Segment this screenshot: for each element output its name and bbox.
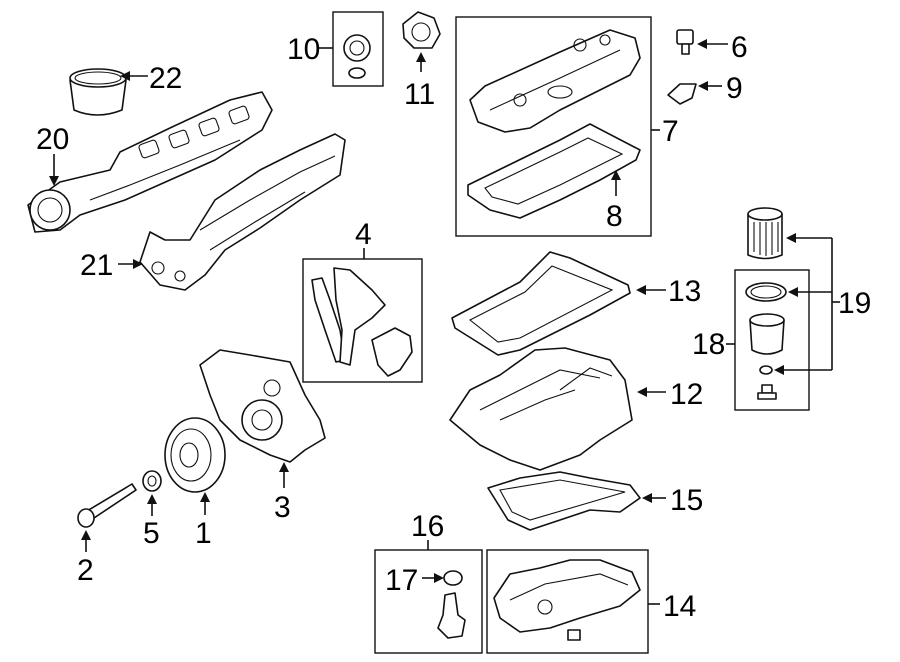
callout-20: 20	[36, 123, 69, 156]
callout-2: 2	[77, 554, 94, 587]
part-1-pulley	[164, 417, 226, 493]
part-10-cap-and-seal	[343, 34, 371, 79]
part-5-washer	[142, 470, 162, 492]
callout-5: 5	[143, 517, 160, 550]
callout-6: 6	[731, 31, 748, 64]
part-22-sleeve	[69, 68, 127, 116]
callout-9: 9	[726, 72, 743, 105]
callout-4: 4	[355, 218, 372, 251]
frame-part-10	[332, 11, 384, 87]
callout-1: 1	[195, 517, 212, 550]
part-15-gasket	[487, 471, 641, 531]
callout-17: 17	[385, 564, 418, 597]
part-7-valve-cover	[469, 29, 641, 133]
callout-14: 14	[663, 590, 696, 623]
callout-13: 13	[668, 275, 701, 308]
callout-18: 18	[692, 328, 725, 361]
part-8-valve-cover-gasket	[467, 123, 641, 219]
callout-16: 16	[411, 510, 444, 543]
callout-12: 12	[670, 378, 703, 411]
part-14-lower-oil-pan	[493, 559, 641, 641]
callout-7: 7	[662, 115, 679, 148]
callout-19: 19	[838, 287, 871, 320]
part-18-filter-housing	[745, 282, 787, 400]
frame-part-4	[302, 258, 423, 383]
callout-3: 3	[274, 491, 291, 524]
callout-15: 15	[670, 484, 703, 517]
part-13-oil-pan-gasket	[451, 251, 631, 356]
callout-21: 21	[80, 249, 113, 282]
part-12-oil-pan	[449, 347, 633, 471]
part-3-timing-cover	[199, 349, 326, 463]
frame-part-18	[734, 269, 810, 411]
part-11-cap	[402, 11, 441, 49]
callout-22: 22	[149, 62, 182, 95]
callout-11: 11	[404, 78, 435, 111]
part-19-oil-filter	[747, 207, 783, 260]
part-4-gasket-set	[311, 267, 413, 377]
callout-8: 8	[606, 200, 623, 233]
part-2-bolt	[77, 483, 137, 528]
part-21-intake-manifold	[139, 133, 346, 291]
callout-10: 10	[287, 33, 320, 66]
leader-lines	[49, 39, 840, 605]
part-6-sensor	[676, 29, 694, 55]
frame-part-7	[455, 16, 652, 237]
part-20-intake-manifold	[27, 91, 273, 233]
frame-part-14	[486, 549, 649, 654]
part-9-gasket	[667, 83, 697, 105]
part-17-sensor	[437, 570, 466, 639]
